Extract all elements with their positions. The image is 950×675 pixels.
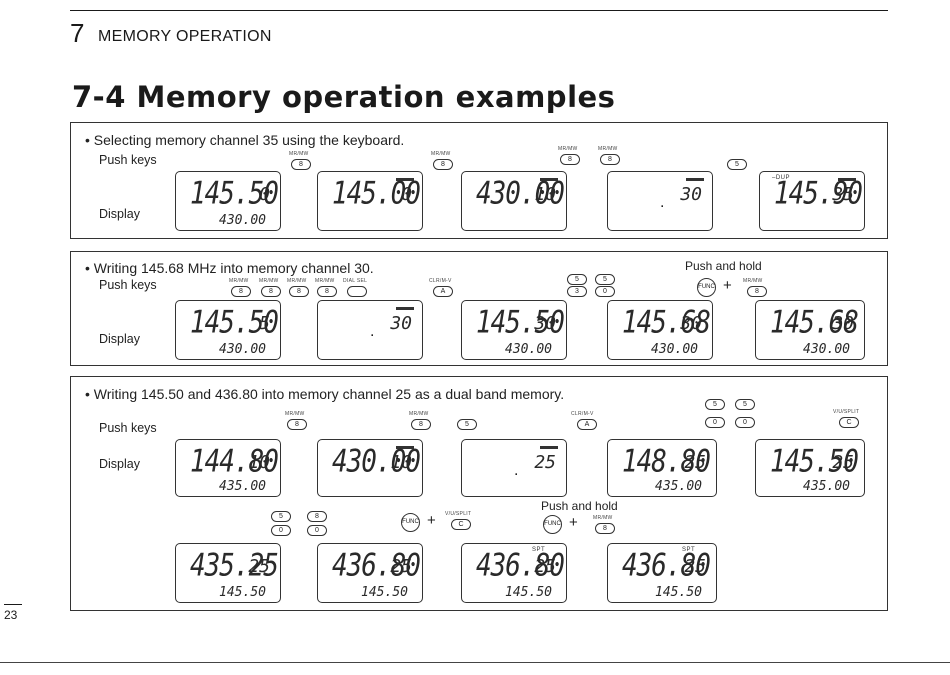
- page-number: 23: [4, 608, 18, 622]
- key-5[interactable]: 5: [735, 399, 755, 410]
- key-8[interactable]: 8: [595, 523, 615, 534]
- key-8[interactable]: 8: [231, 286, 251, 297]
- chapter-title: MEMORY OPERATION: [98, 28, 272, 45]
- plus-sign: +: [427, 512, 436, 529]
- key-a[interactable]: A: [577, 419, 597, 430]
- example-title-2: • Writing 145.68 MHz into memory channel…: [85, 260, 374, 276]
- bottom-rule: [0, 662, 950, 663]
- key-caption: CLR/M-V: [571, 411, 594, 417]
- key-3[interactable]: 3: [567, 286, 587, 297]
- push-and-hold-note: Push and hold: [541, 499, 618, 513]
- example-panel-2: • Writing 145.68 MHz into memory channel…: [70, 251, 888, 366]
- key-8[interactable]: 8: [307, 511, 327, 522]
- key-caption: MR/MW: [287, 278, 307, 284]
- key-0[interactable]: 0: [735, 417, 755, 428]
- key-8[interactable]: 8: [287, 419, 307, 430]
- key-8[interactable]: 8: [289, 286, 309, 297]
- key-c[interactable]: C: [839, 417, 859, 428]
- key-c[interactable]: C: [451, 519, 471, 530]
- display-label: Display: [99, 457, 140, 471]
- lcd-display: .25: [461, 439, 567, 497]
- lcd-display: .30: [317, 300, 423, 360]
- example-title-3: • Writing 145.50 and 436.80 into memory …: [85, 386, 565, 402]
- key-5[interactable]: 5: [705, 399, 725, 410]
- func-button[interactable]: FUNC: [697, 278, 716, 297]
- key-0[interactable]: 0: [705, 417, 725, 428]
- key-8[interactable]: 8: [411, 419, 431, 430]
- dial-sel-key[interactable]: [347, 286, 367, 297]
- key-caption: MR/MW: [285, 411, 305, 417]
- push-keys-label: Push keys: [99, 153, 157, 167]
- plus-sign: +: [723, 277, 732, 294]
- key-5[interactable]: 5: [727, 159, 747, 170]
- key-8[interactable]: 8: [747, 286, 767, 297]
- key-caption: DIAL SEL: [343, 278, 368, 284]
- key-caption: MR/MW: [315, 278, 335, 284]
- key-5[interactable]: 5: [457, 419, 477, 430]
- key-8[interactable]: 8: [600, 154, 620, 165]
- key-caption: MR/MW: [289, 151, 309, 157]
- key-caption: V/U/SPLIT: [445, 511, 472, 517]
- key-8[interactable]: 8: [317, 286, 337, 297]
- push-and-hold-note: Push and hold: [685, 259, 762, 273]
- example-title-1: • Selecting memory channel 35 using the …: [85, 132, 405, 148]
- key-caption: MR/MW: [259, 278, 279, 284]
- key-8[interactable]: 8: [261, 286, 281, 297]
- example-panel-3: • Writing 145.50 and 436.80 into memory …: [70, 376, 888, 611]
- display-label: Display: [99, 332, 140, 346]
- page-number-rule: [4, 604, 22, 605]
- plus-sign: +: [569, 514, 578, 531]
- key-caption: MR/MW: [743, 278, 763, 284]
- key-caption: MR/MW: [558, 146, 578, 152]
- key-0[interactable]: 0: [271, 525, 291, 536]
- key-5[interactable]: 5: [271, 511, 291, 522]
- section-title: 7-4 Memory operation examples: [72, 80, 616, 114]
- push-keys-label: Push keys: [99, 278, 157, 292]
- key-caption: MR/MW: [598, 146, 618, 152]
- key-caption: MR/MW: [409, 411, 429, 417]
- key-5[interactable]: 5: [567, 274, 587, 285]
- key-caption: MR/MW: [229, 278, 249, 284]
- key-a[interactable]: A: [433, 286, 453, 297]
- func-button[interactable]: FUNC: [401, 513, 420, 532]
- top-rule: [70, 10, 888, 11]
- key-8[interactable]: 8: [291, 159, 311, 170]
- key-caption: CLR/M-V: [429, 278, 452, 284]
- key-caption: MR/MW: [593, 515, 613, 521]
- key-8[interactable]: 8: [560, 154, 580, 165]
- example-panel-1: • Selecting memory channel 35 using the …: [70, 122, 888, 239]
- chapter-number: 7: [70, 18, 85, 48]
- key-0[interactable]: 0: [307, 525, 327, 536]
- push-keys-label: Push keys: [99, 421, 157, 435]
- key-0[interactable]: 0: [595, 286, 615, 297]
- func-button[interactable]: FUNC: [543, 515, 562, 534]
- key-5[interactable]: 5: [595, 274, 615, 285]
- key-caption: MR/MW: [431, 151, 451, 157]
- lcd-display: .30: [607, 171, 713, 231]
- display-label: Display: [99, 207, 140, 221]
- key-8[interactable]: 8: [433, 159, 453, 170]
- key-caption: V/U/SPLIT: [833, 409, 860, 415]
